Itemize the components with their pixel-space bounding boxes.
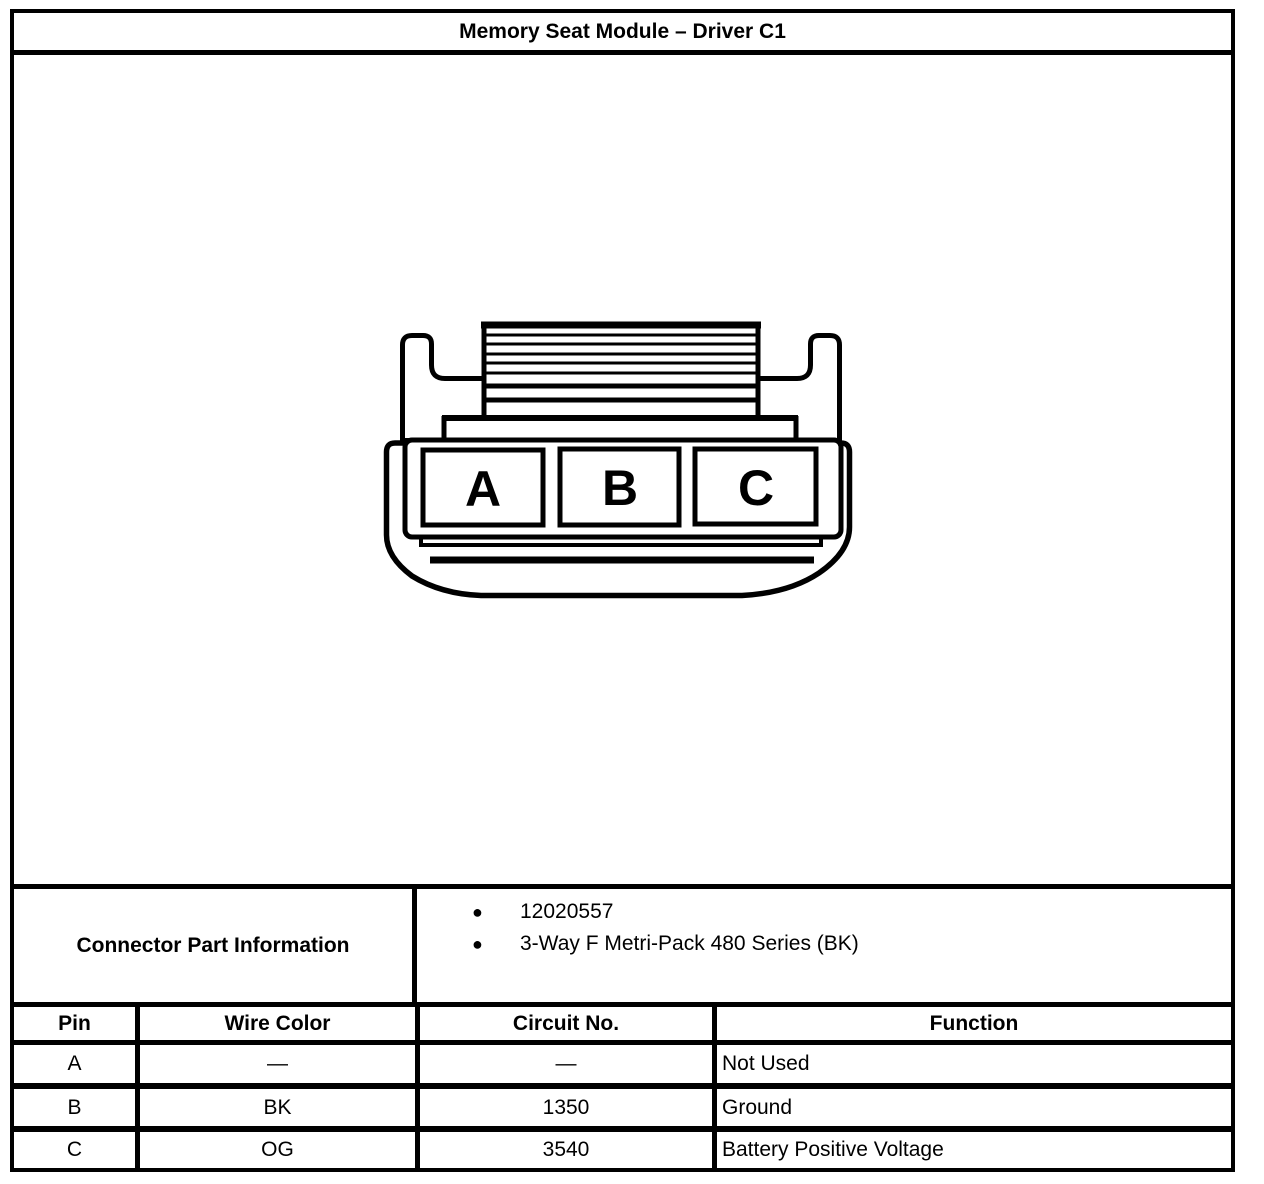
- table-row: B BK 1350 Ground: [14, 1089, 1231, 1132]
- left-latch: [400, 333, 484, 441]
- pin-label-a: A: [465, 461, 501, 517]
- title-bar: Memory Seat Module – Driver C1: [14, 13, 1231, 55]
- connector-face: [402, 437, 844, 540]
- page-frame: Memory Seat Module – Driver C1: [10, 9, 1235, 1172]
- connector-part-info-label: Connector Part Information: [14, 889, 417, 1002]
- connector-part-info-row: Connector Part Information ● 12020557 ● …: [14, 889, 1231, 1007]
- connector-diagram: A B C: [383, 321, 853, 599]
- wire-cover-ribs: [481, 321, 761, 418]
- part-series: 3-Way F Metri-Pack 480 Series (BK): [520, 932, 859, 955]
- housing-step: [401, 415, 842, 442]
- cell-wire-color: BK: [140, 1089, 420, 1126]
- outer-shell: [383, 440, 853, 599]
- header-circuit-no: Circuit No.: [420, 1007, 717, 1040]
- table-row: A — — Not Used: [14, 1045, 1231, 1089]
- header-function: Function: [929, 1011, 1019, 1035]
- pin-table: Pin Wire Color Circuit No. Function A — …: [14, 1007, 1231, 1168]
- lower-skirt: [419, 537, 823, 564]
- bullet-icon: ●: [472, 933, 483, 954]
- page-title: Memory Seat Module – Driver C1: [459, 19, 786, 43]
- pin-box-a: [420, 447, 546, 528]
- diagram-area: A B C: [14, 55, 1231, 889]
- cell-circuit-no: —: [420, 1045, 717, 1083]
- pin-label-b: B: [602, 460, 638, 516]
- cell-pin: A: [14, 1045, 140, 1083]
- cell-wire-color: OG: [140, 1132, 420, 1168]
- cell-function: Ground: [722, 1095, 793, 1119]
- cell-wire-color: —: [140, 1045, 420, 1083]
- pin-label-c: C: [738, 460, 774, 516]
- cell-pin: C: [14, 1132, 140, 1168]
- cell-circuit-no: 1350: [420, 1089, 717, 1126]
- pin-table-header-row: Pin Wire Color Circuit No. Function: [14, 1007, 1231, 1045]
- cell-function: Battery Positive Voltage: [722, 1138, 944, 1161]
- cell-pin: B: [14, 1089, 140, 1126]
- bullet-icon: ●: [472, 901, 483, 922]
- right-latch: [758, 333, 842, 441]
- header-pin: Pin: [14, 1007, 140, 1040]
- header-wire-color: Wire Color: [140, 1007, 420, 1040]
- table-row: C OG 3540 Battery Positive Voltage: [14, 1132, 1231, 1168]
- cell-circuit-no: 3540: [420, 1132, 717, 1168]
- part-number-item: ● 12020557: [417, 896, 1231, 928]
- part-series-item: ● 3-Way F Metri-Pack 480 Series (BK): [417, 928, 1231, 960]
- pin-box-c: [692, 446, 819, 527]
- part-number: 12020557: [520, 900, 614, 923]
- cell-function: Not Used: [722, 1052, 810, 1075]
- pin-box-b: [557, 446, 682, 528]
- connector-part-info-values: ● 12020557 ● 3-Way F Metri-Pack 480 Seri…: [417, 889, 1231, 1002]
